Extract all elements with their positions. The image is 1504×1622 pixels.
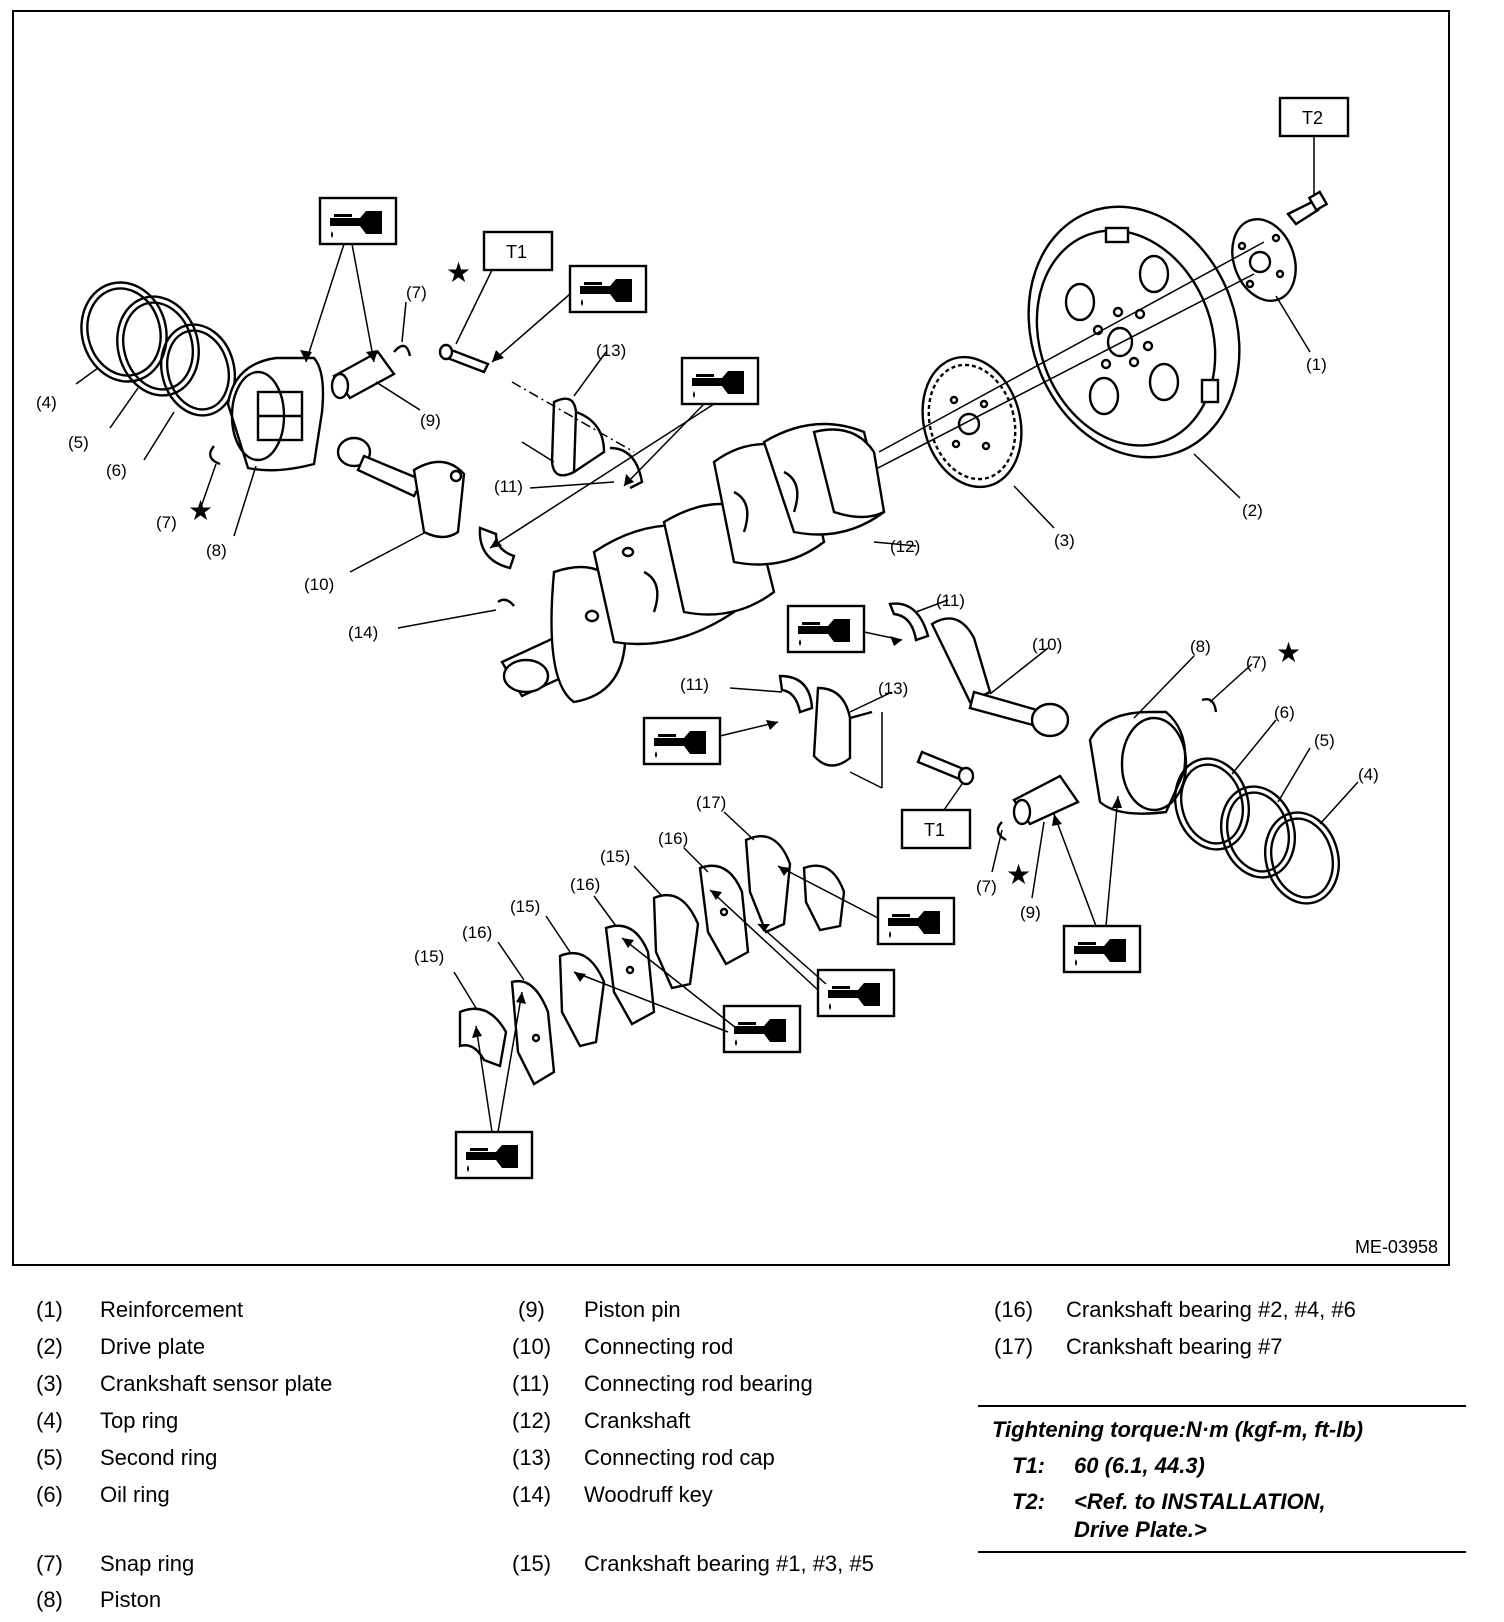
svg-text:(2): (2): [1242, 501, 1263, 520]
star-icon: ★: [1276, 636, 1301, 669]
left-snap-ring-upper: [393, 344, 412, 357]
left-snap-ring-lower: [208, 445, 221, 466]
oil-can-icon: [722, 1004, 802, 1054]
woodruff-key: [497, 598, 515, 607]
oil-can-icon: [1062, 924, 1142, 974]
svg-text:(15): (15): [510, 897, 540, 916]
upper-rod-bearing-b: [478, 526, 516, 570]
star-icon: ★: [446, 256, 471, 289]
svg-text:T1: T1: [506, 242, 527, 262]
oil-can-icon: [318, 196, 398, 246]
svg-text:(13): (13): [596, 341, 626, 360]
svg-text:(11): (11): [680, 675, 709, 694]
right-piston: [1088, 710, 1188, 815]
svg-text:(7): (7): [156, 513, 177, 532]
svg-text:(15): (15): [414, 947, 444, 966]
left-piston: [226, 356, 325, 472]
svg-text:(11): (11): [936, 591, 965, 610]
lower-rod-bolt: [916, 750, 975, 786]
diagram-frame: T2 T1 T1 ★ ★ ★ ★: [12, 10, 1450, 1266]
drive-plate: [1027, 205, 1241, 459]
svg-text:(8): (8): [1190, 637, 1211, 656]
oil-can-icon: [680, 356, 760, 406]
svg-text:(11): (11): [494, 477, 523, 496]
svg-text:(13): (13): [878, 679, 908, 698]
svg-text:(6): (6): [106, 461, 127, 480]
svg-text:(4): (4): [36, 393, 57, 412]
torque-title: Tightening torque:N·m (kgf-m, ft-lb): [992, 1417, 1364, 1442]
svg-text:(10): (10): [304, 575, 334, 594]
oil-arrows: [305, 243, 1119, 1133]
svg-text:(7): (7): [1246, 653, 1267, 672]
oil-can-icon: [642, 716, 722, 766]
lower-rod-bearing-b: [778, 674, 814, 714]
svg-text:(5): (5): [1314, 731, 1335, 750]
upper-rod-bolt: [438, 343, 490, 374]
svg-text:(3): (3): [1054, 531, 1075, 550]
svg-text:T2: T2: [1302, 108, 1323, 128]
svg-text:(9): (9): [1020, 903, 1041, 922]
svg-text:(1): (1): [1306, 355, 1327, 374]
oil-can-icon: [876, 896, 956, 946]
upper-rod-cap: [550, 397, 606, 477]
reinforcement: [1231, 218, 1297, 302]
svg-text:(16): (16): [462, 923, 492, 942]
svg-text:(17): (17): [696, 793, 726, 812]
lower-rod-cap: [812, 686, 873, 767]
star-icon: ★: [188, 494, 213, 527]
oil-can-icon: [568, 264, 648, 314]
right-snap-ring-lower: [996, 821, 1007, 842]
oil-arrowheads: [300, 350, 1122, 1038]
crankshaft: [500, 422, 886, 704]
figure-code: ME-03958: [1354, 1237, 1438, 1257]
svg-text:(7): (7): [976, 877, 997, 896]
left-piston-pin: [330, 350, 396, 400]
torque-box-t1-upper: T1: [482, 230, 554, 272]
svg-text:(8): (8): [206, 541, 227, 560]
svg-text:(9): (9): [420, 411, 441, 430]
lower-rod-bearing-a: [888, 602, 930, 642]
svg-text:(7): (7): [406, 283, 427, 302]
main-bearings: [458, 835, 846, 1086]
svg-text:(10): (10): [1032, 635, 1062, 654]
oil-can-icon: [816, 968, 896, 1018]
svg-text:(15): (15): [600, 847, 630, 866]
svg-text:(6): (6): [1274, 703, 1295, 722]
torque-box-t1-lower: T1: [900, 808, 972, 850]
left-piston-rings: [80, 281, 236, 417]
right-piston-rings: [1174, 757, 1340, 905]
right-snap-ring-upper: [1201, 698, 1218, 713]
svg-text:(16): (16): [570, 875, 600, 894]
drive-plate-bolt: [1286, 190, 1329, 226]
right-connecting-rod: [930, 617, 1070, 738]
oil-can-icon: [786, 604, 866, 654]
left-connecting-rod: [336, 436, 466, 539]
oil-can-icon: [454, 1130, 534, 1180]
exploded-view-diagram: T2 T1 T1 ★ ★ ★ ★: [36, 96, 1379, 1180]
star-icon: ★: [1006, 858, 1031, 891]
svg-text:(12): (12): [890, 537, 920, 556]
svg-text:T1: T1: [924, 820, 945, 840]
svg-text:(14): (14): [348, 623, 378, 642]
svg-text:(4): (4): [1358, 765, 1379, 784]
callout-leaders: [75, 295, 1359, 1009]
svg-text:(5): (5): [68, 433, 89, 452]
tightening-torque-table: Tightening torque:N·m (kgf-m, ft-lb) T1:…: [978, 1405, 1466, 1553]
right-piston-pin: [1012, 774, 1080, 826]
svg-text:(16): (16): [658, 829, 688, 848]
upper-rod-bearing-a: [609, 446, 644, 490]
torque-box-t2: T2: [1278, 96, 1350, 138]
crankshaft-sensor-plate: [921, 355, 1023, 489]
